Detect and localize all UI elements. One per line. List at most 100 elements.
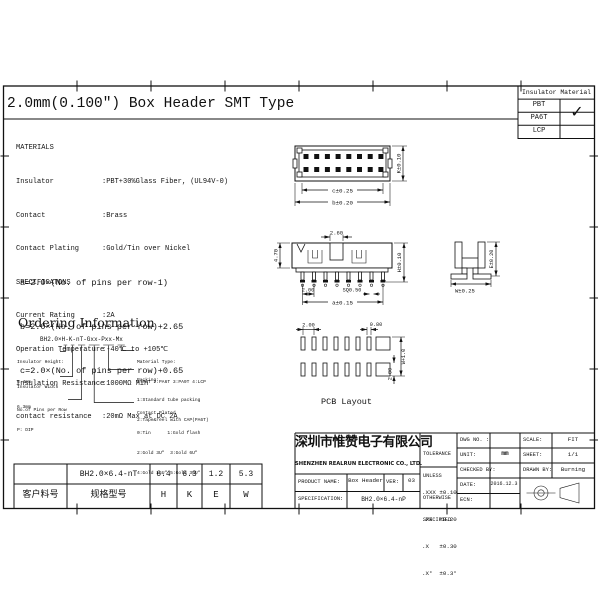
spec-label: Operation Temperature — [16, 346, 105, 355]
ordering-part-number: BH2.0×H-K-nT-Gxx-Pxx-Mx — [40, 336, 123, 343]
front-view-drawing: c±0.25 b±0.20 K±0.10 — [292, 145, 407, 206]
dim-pcb-200: 2.00 — [302, 323, 314, 329]
formula-a: a=2.0×(No. of pins per row-1) — [20, 278, 168, 289]
company-name-cn: 深圳市惟赞电子有限公司 — [295, 435, 433, 450]
spec-label: Current Rating — [16, 312, 75, 321]
tolerance-values: .XXX ±0.10 .XX ±0.20 .X ±0.30 .X° ±0.3° — [422, 470, 457, 596]
tolerance-line: .X ±0.30 — [422, 543, 457, 550]
formula-b: b=2.0×(No. of pins per row)+2.65 — [20, 321, 184, 332]
date-label: DATE: — [460, 481, 477, 488]
spec-row: Contact Plating:Gold/Tin over Nickel — [16, 244, 228, 255]
callout-line: 1:Standard tube packing — [137, 397, 201, 403]
projection-symbol — [526, 482, 580, 504]
unit-value: mm — [501, 450, 509, 457]
date-value: 2016.12.3 — [490, 481, 518, 487]
insulator-material-row-lcp: LCP — [532, 127, 546, 135]
tolerance-heading-line: SPECIFIED — [423, 517, 452, 524]
dim-pcb-w10: W+1.0 — [401, 349, 407, 365]
specifications-heading: SPECIFICATONS — [16, 278, 71, 287]
customer-table-grid — [13, 463, 263, 509]
callout-line: 6.4mm — [17, 379, 31, 385]
dim-side-200: 2.00 — [302, 288, 314, 294]
dim-w-value: 5.3 — [238, 470, 254, 479]
callout-line: Material Type: — [137, 360, 176, 366]
spec-row: Operation Temperature:-40℃ to +105℃ — [16, 345, 228, 356]
dim-side-470: 4.70 — [273, 249, 280, 262]
page-title: 2.0mm(0.100″) Box Header SMT Type — [7, 96, 295, 112]
drawn-by-value: Burning — [560, 466, 586, 473]
side-pins — [300, 271, 386, 287]
materials-heading: MATERIALS — [16, 144, 54, 153]
tolerance-heading-line: TOLERANCE — [423, 450, 452, 457]
ordering-callout-width: Insulator Width 6.3mm — [17, 372, 58, 425]
pin-formulas: a=2.0×(No. of pins per row-1) b=2.0×(No.… — [20, 247, 183, 408]
dim-k-value: 6.3 — [182, 470, 197, 479]
ver-value: 03 — [408, 477, 415, 484]
pcb-pads — [300, 336, 391, 377]
tolerance-heading: TOLERANCE UNLESS OTHERWISE SPECIFIED — [423, 436, 451, 540]
checkmark-icon: ✓ — [570, 102, 584, 121]
dim-h-value: 6.4 — [156, 470, 171, 479]
dim-side-h: H±0.10 — [396, 253, 403, 273]
dim-pcb-len: 2.00 — [388, 368, 394, 380]
materials-specs-block: MATERIALS Insulator :PBT+30%Glass Fiber, … — [16, 121, 228, 446]
callout-line: 1:PBT 2:PA6T 3:PA9T 4:LCP — [137, 379, 206, 385]
tolerance-line: .X° ±0.3° — [422, 570, 457, 577]
callout-line: 2:Gold 3U″ 3:Gold 6U″ — [137, 450, 198, 456]
spec-label: Insulator — [16, 178, 54, 187]
dim-side-260: 2.60 — [330, 230, 343, 237]
formula-c: c=2.0×(No. of pins per row)+0.65 — [20, 365, 184, 376]
product-name-value: Box Header — [348, 477, 383, 484]
insulator-material-table-grid — [517, 85, 595, 139]
tolerance-heading-line: OTHERWISE — [423, 495, 452, 502]
scale-label: SCALE: — [523, 437, 543, 443]
ver-label: VER: — [386, 478, 399, 485]
dim-clip-w: W±0.25 — [455, 288, 475, 295]
spec-value: :PBT+30%Glass Fiber, (UL94V-0) — [102, 178, 229, 187]
insulator-material-row-pa6t: PA6T — [530, 114, 548, 122]
unit-label: UNIT: — [460, 452, 477, 458]
spec-value: :-40℃ to +105℃ — [102, 346, 169, 355]
customer-part-label: 客户料号 — [22, 490, 59, 500]
specification-label: SPECIFICATION: — [298, 496, 344, 502]
dim-e-key: E — [213, 490, 219, 500]
callout-line: No.of Pins per Row — [17, 408, 67, 414]
tolerance-line: .XX ±0.20 — [422, 516, 457, 523]
product-name-label: PRODUCT NAME: — [298, 478, 341, 485]
title-block-grid — [294, 432, 595, 509]
spec-label: Insulation Resistance — [16, 379, 105, 388]
spec-row: Contact:Brass — [16, 211, 228, 222]
pcb-layout-label: PCB Layout — [321, 397, 373, 407]
ordering-callout-lines — [60, 344, 134, 403]
spec-row: Insulator :PBT+30%Glass Fiber, (UL94V-0) — [16, 177, 228, 188]
sheet-value: 1/1 — [567, 451, 579, 458]
callout-line: 0:Tin 1:Gold flash — [137, 430, 201, 436]
dim-h-key: H — [160, 490, 167, 500]
pcb-layout-drawing: 2.00 0.80 W+1.0 2.00 — [296, 322, 407, 384]
callout-line: Insulator Height: — [17, 360, 64, 366]
dim-side-sq: SQ0.50 — [343, 288, 362, 294]
spec-value: :1000MΩ Min — [102, 379, 149, 388]
sheet-label: SHEET: — [523, 452, 543, 458]
spec-label: Contact Plating — [16, 245, 80, 254]
callout-line: Contact Plated — [137, 411, 176, 417]
callout-line: Insulator Width — [17, 385, 59, 391]
insulator-material-row-pbt: PBT — [532, 101, 546, 109]
dim-front-c: c±0.25 — [332, 187, 353, 194]
ordering-callout-material: Material Type: 1:PBT 2:PA6T 3:PA9T 4:LCP — [137, 347, 206, 400]
tolerance-heading-line: UNLESS — [423, 473, 442, 480]
callout-line: P: DIP — [17, 427, 34, 433]
insulator-material-header: Insulator Material — [521, 89, 592, 96]
dim-clip-e: E±0.20 — [489, 250, 495, 269]
ordering-callout-pins: No.of Pins per Row P: DIP — [17, 395, 67, 448]
ecn-label: ECN: — [460, 497, 473, 503]
specification-value: BH2.0×6.4-nP — [361, 495, 406, 503]
ordering-callout-packing: Packing: 1:Standard tube packing 2:Tape&… — [137, 365, 209, 438]
dim-pcb-080: 0.80 — [370, 322, 382, 328]
spec-row: contact resistance:20mΩ Max at DC 2A — [16, 412, 228, 423]
callout-line: 2:Tape&reel with CAP(PA6T) — [137, 417, 209, 423]
callout-line: 4:Gold 15U″ 5:Gold 30U″ — [137, 470, 201, 476]
callout-line: Packing: — [137, 378, 160, 384]
